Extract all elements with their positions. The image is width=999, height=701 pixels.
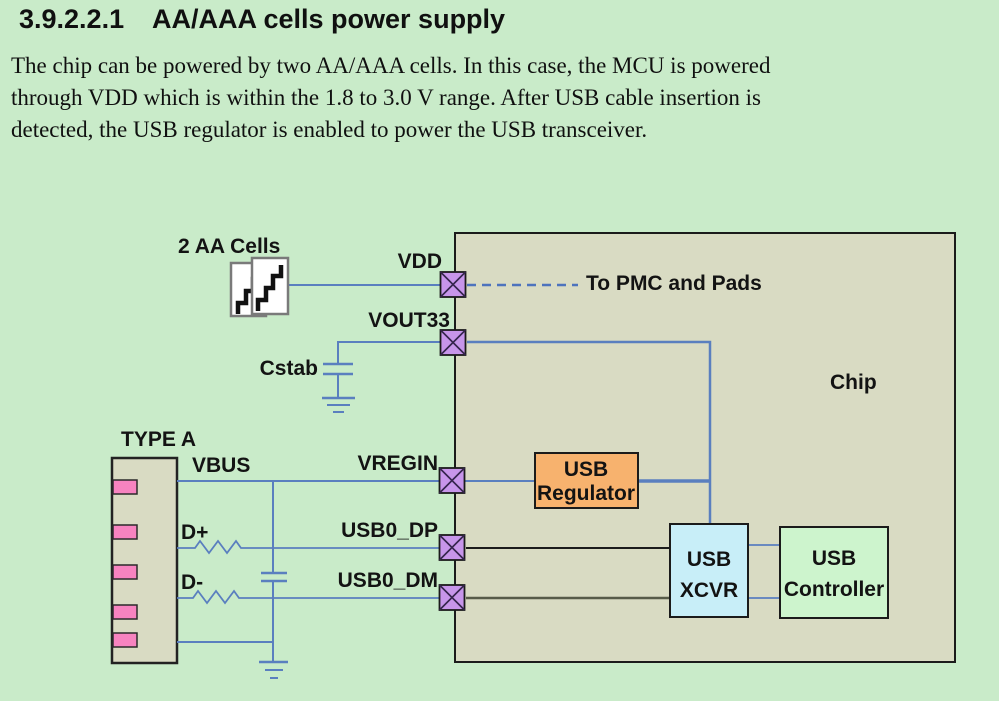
body-line-2: through VDD which is within the 1.8 to 3… [11, 85, 761, 110]
usb-regulator-label-line1: USB [564, 458, 608, 481]
battery-step-glyph [255, 265, 284, 311]
pad-vregin-icon [438, 467, 466, 494]
ground-icon [259, 660, 288, 679]
usb-regulator-label-line2: Regulator [537, 482, 635, 505]
section-title: AA/AAA cells power supply [152, 4, 506, 34]
usb-controller-label-line1: USB [812, 547, 856, 570]
type-a-label: TYPE A [121, 428, 196, 451]
connector-pins-icon [112, 479, 138, 648]
wire-vout33-to-xcvr [467, 340, 712, 524]
wire-d-plus [177, 539, 440, 555]
battery-label: 2 AA Cells [178, 235, 280, 258]
usb0-dp-label: USB0_DP [341, 519, 438, 542]
pad-vdd-icon [439, 271, 467, 298]
connector-pin-icon [112, 604, 138, 620]
connector-pin-icon [112, 564, 138, 580]
vout33-label: VOUT33 [368, 309, 450, 332]
d-plus-label: D+ [181, 521, 208, 544]
connector-pin-icon [112, 524, 138, 540]
body-line-1: The chip can be powered by two AA/AAA ce… [11, 53, 771, 78]
cstab-label: Cstab [260, 357, 318, 380]
usb-xcvr-label-line2: XCVR [680, 579, 738, 602]
to-pmc-label: To PMC and Pads [586, 272, 762, 295]
connector-pin-icon [112, 479, 138, 495]
cstab-capacitor-icon [323, 362, 353, 376]
d-minus-label: D- [181, 571, 203, 594]
battery-icon [229, 256, 290, 318]
vregin-label: VREGIN [357, 452, 438, 475]
usb-xcvr-block [669, 523, 749, 618]
vbus-capacitor-icon [261, 571, 287, 583]
vbus-label: VBUS [192, 454, 250, 477]
pad-usb0-dm-icon [438, 584, 466, 611]
body-line-3: detected, the USB regulator is enabled t… [11, 117, 648, 142]
usb-xcvr-label-line1: USB [687, 548, 731, 571]
usb0-dm-label: USB0_DM [338, 569, 438, 592]
wire-vout33-to-cstab [337, 341, 441, 363]
usb-controller-label-line2: Controller [784, 578, 884, 601]
pad-vout33-icon [439, 329, 467, 356]
connector-pin-icon [112, 632, 138, 648]
pad-usb0-dp-icon [438, 534, 466, 561]
body-paragraph: The chip can be powered by two AA/AAA ce… [11, 50, 770, 146]
wire-d-minus [177, 589, 440, 605]
ground-icon [322, 396, 355, 413]
usb-controller-block [779, 526, 889, 619]
chip-label: Chip [830, 371, 877, 394]
vdd-label: VDD [398, 250, 442, 273]
usb-regulator-block [534, 452, 639, 509]
section-number: 3.9.2.2.1 [19, 4, 125, 34]
section-heading: 3.9.2.2.1 AA/AAA cells power supply [19, 4, 505, 35]
